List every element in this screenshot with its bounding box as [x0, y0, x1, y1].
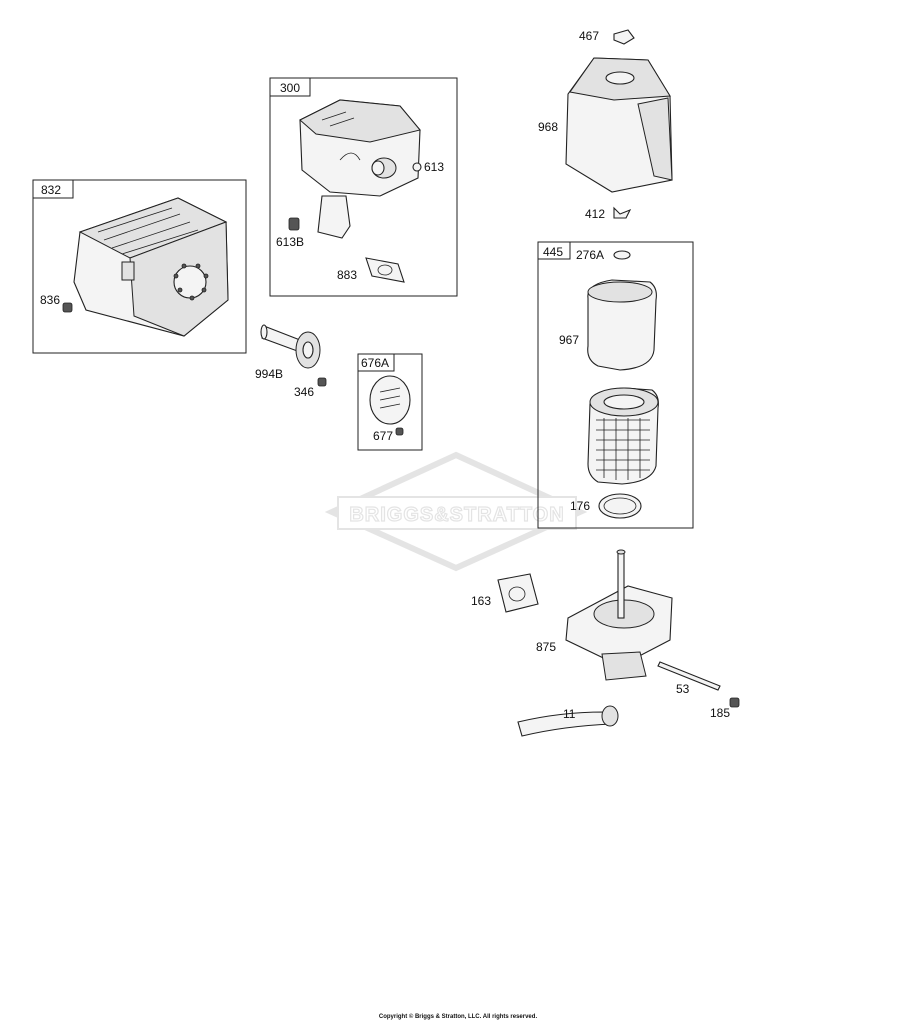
part-276A-washer — [613, 250, 631, 260]
part-11-hose — [517, 705, 619, 737]
part-677-screw — [395, 427, 404, 436]
callout-176: 176 — [570, 499, 590, 513]
part-994B-tube — [260, 324, 321, 369]
part-412-wing-nut — [613, 206, 632, 219]
callout-11: 11 — [563, 707, 576, 721]
group-label-445: 445 — [543, 245, 563, 259]
group-box-676A: 676A — [357, 353, 423, 451]
callout-883: 883 — [337, 268, 357, 282]
group-box-300: 300 — [269, 77, 458, 297]
callout-967: 967 — [559, 333, 579, 347]
part-163-gasket — [497, 573, 539, 613]
group-label-300: 300 — [280, 81, 300, 95]
part-346-screw — [317, 377, 327, 387]
watermark-text: BRIGGS&STRATTON — [349, 504, 564, 526]
callout-677: 677 — [373, 429, 393, 443]
part-968-cover — [565, 57, 673, 193]
part-filter-element — [587, 387, 659, 485]
callout-613B: 613B — [276, 235, 304, 249]
callout-836: 836 — [40, 293, 60, 307]
callout-412: 412 — [585, 207, 605, 221]
group-box-445: 445 — [537, 241, 694, 529]
part-53-rod — [657, 661, 721, 691]
callout-labels: 467 968 412 276A 967 176 613 613B 883 83… — [40, 29, 730, 721]
group-label-676A: 676A — [361, 356, 389, 370]
callout-185: 185 — [710, 706, 730, 720]
group-box-832: 832 — [32, 179, 247, 354]
part-176-gasket — [598, 493, 642, 519]
part-875-base — [565, 549, 673, 681]
part-300-air-cleaner-base — [299, 99, 421, 239]
callout-875: 875 — [536, 640, 556, 654]
callout-994B: 994B — [255, 367, 283, 381]
callout-53: 53 — [676, 682, 690, 696]
part-467-knob — [613, 29, 635, 45]
watermark-logo: BRIGGS&STRATTON — [324, 451, 588, 572]
part-676A-cap — [369, 375, 411, 425]
part-613B-fitting — [288, 217, 300, 231]
callout-346: 346 — [294, 385, 314, 399]
callout-163: 163 — [471, 594, 491, 608]
part-613-fitting — [412, 162, 422, 172]
callout-276A: 276A — [576, 248, 604, 262]
group-label-832: 832 — [41, 183, 61, 197]
callout-968: 968 — [538, 120, 558, 134]
part-883-gasket — [365, 257, 405, 283]
part-832-cover — [73, 197, 229, 337]
callout-613: 613 — [424, 160, 444, 174]
copyright-notice: Copyright © Briggs & Stratton, LLC. All … — [378, 1014, 538, 1020]
part-836-screw — [62, 302, 73, 313]
callout-467: 467 — [579, 29, 599, 43]
part-967-pre-cleaner — [587, 279, 657, 371]
part-185-nut — [729, 697, 740, 708]
